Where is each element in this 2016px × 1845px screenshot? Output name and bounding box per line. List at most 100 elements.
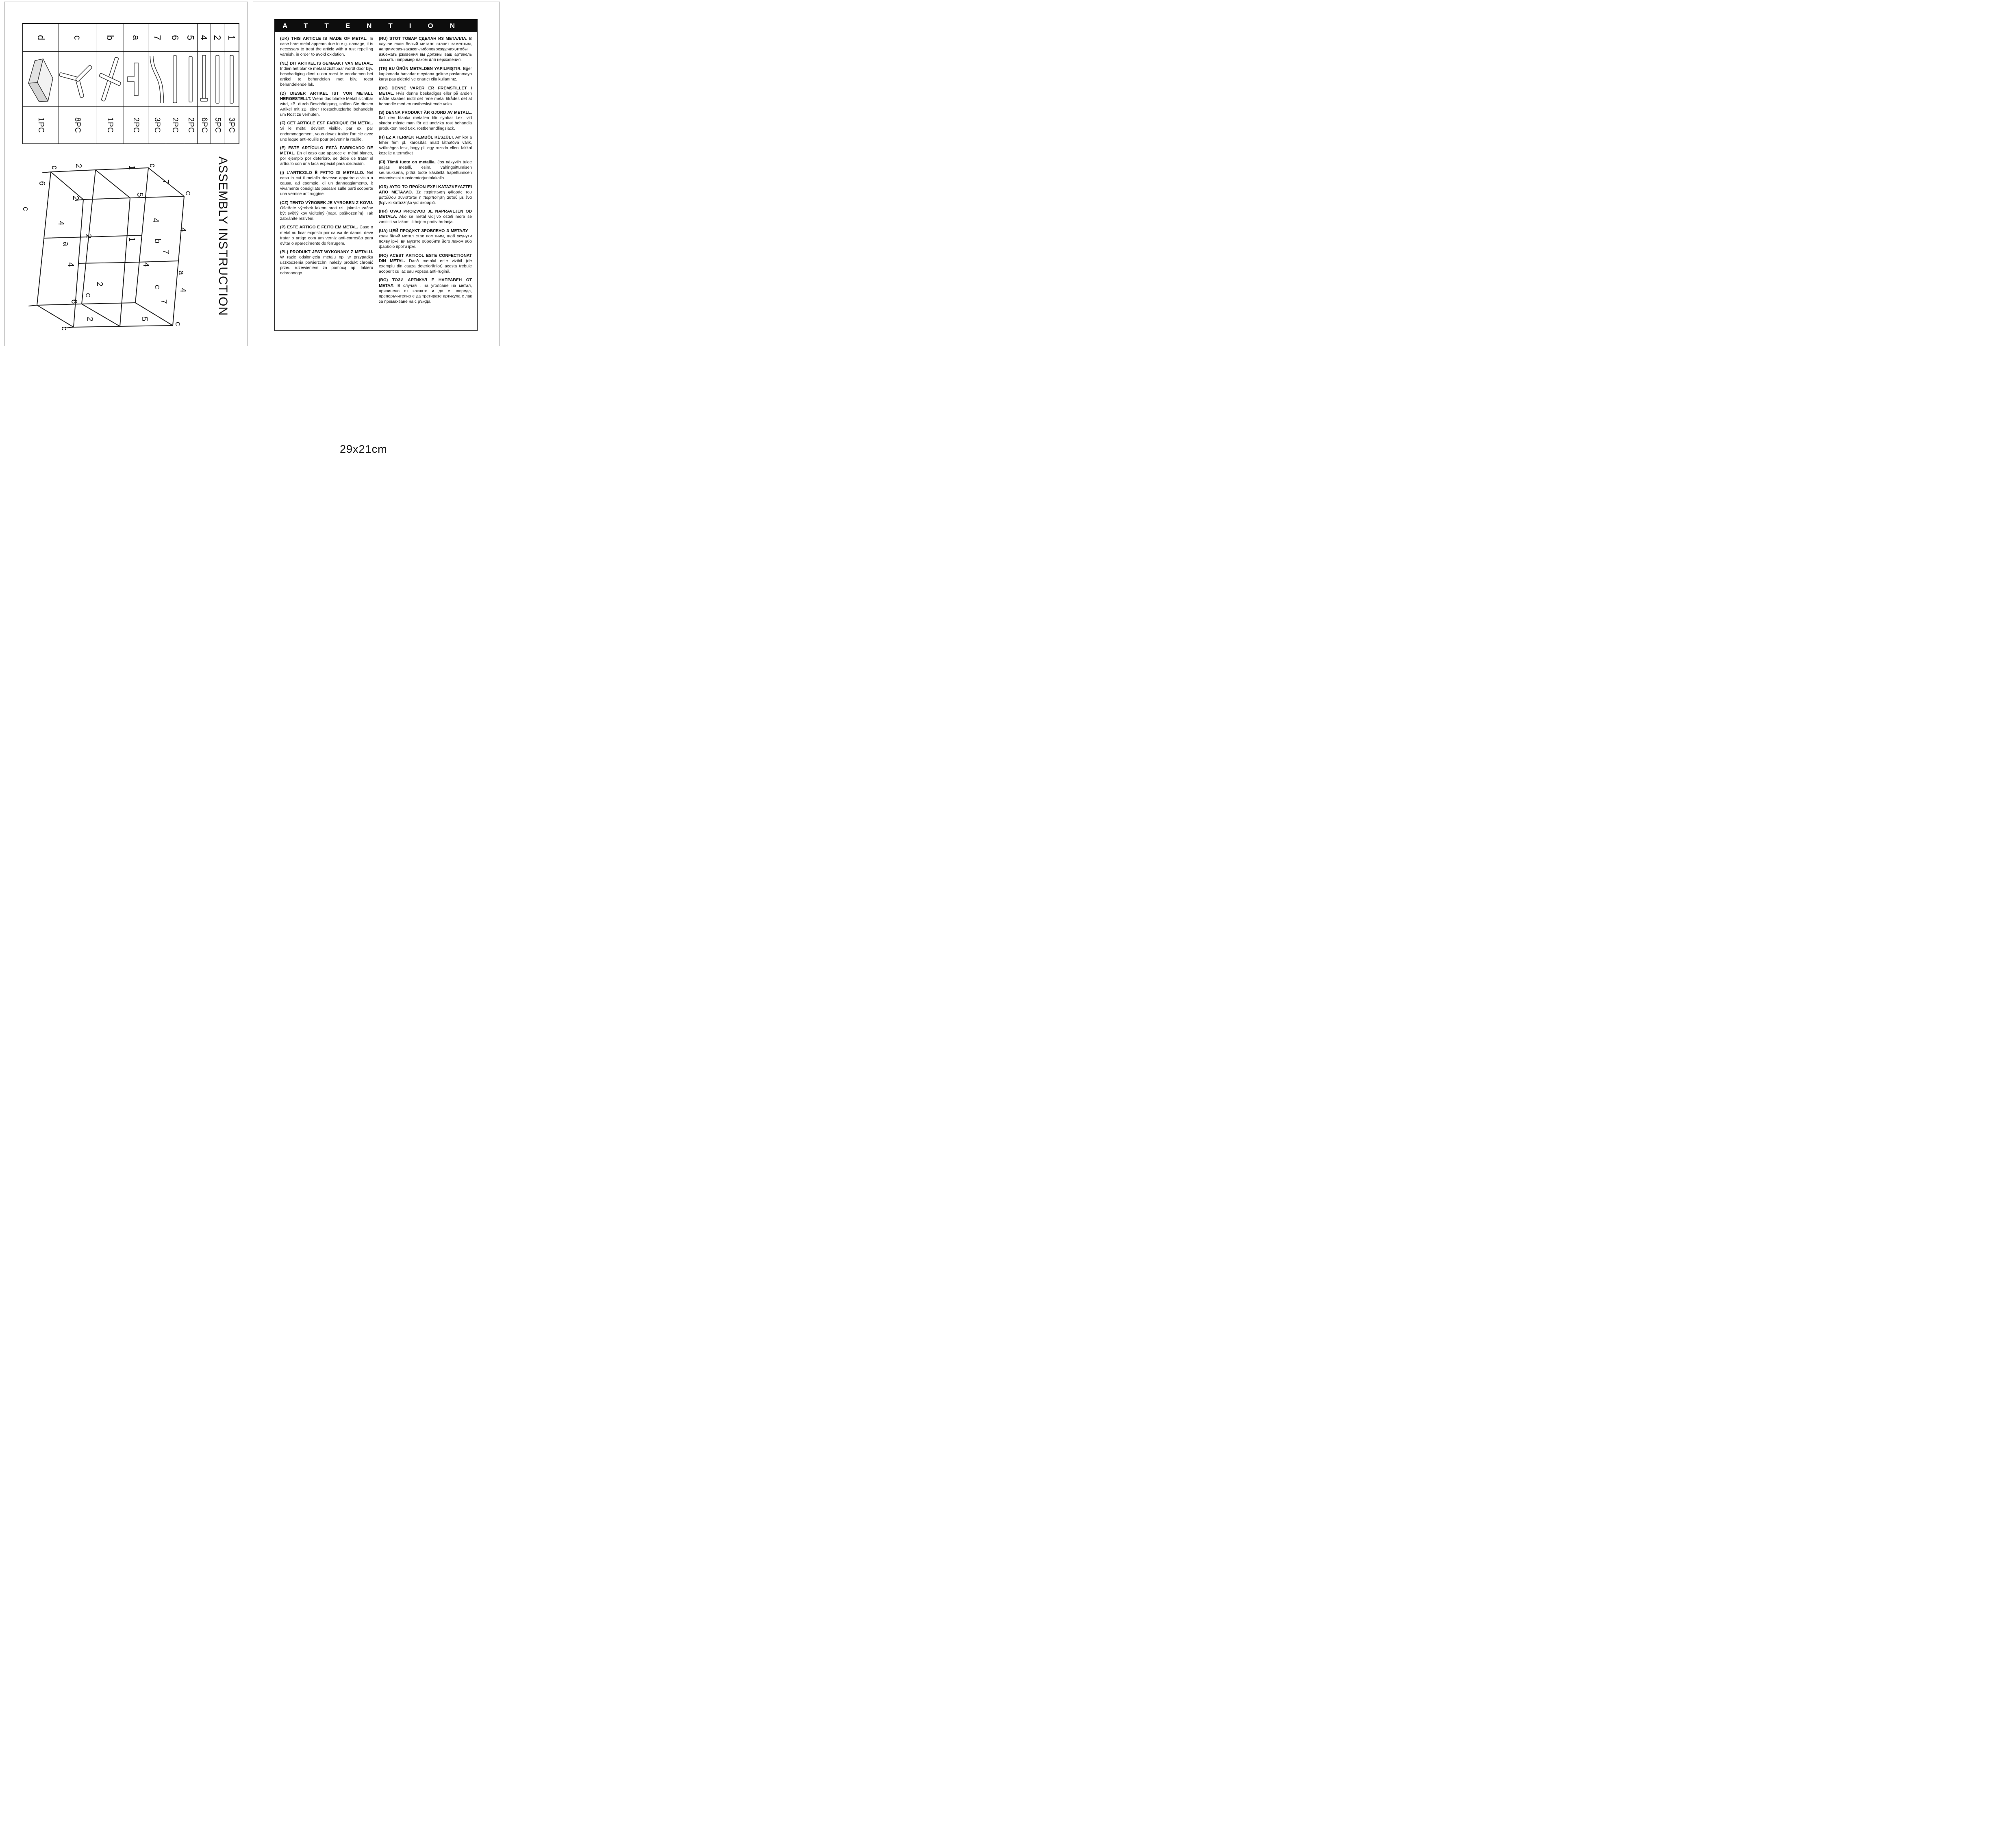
warning-body: Indien het blanke metaal zichtbaar wordt… (280, 66, 373, 87)
diagram-label: 4 (151, 218, 160, 222)
warning-paragraph-cz: (CZ) TENTO VÝROBEK JE VYROBEN Z KOVU. Oš… (280, 200, 373, 221)
warning-paragraph-p: (P) ESTE ARTIGO É FEITO EM METAL. Caso o… (280, 225, 373, 246)
warning-paragraph-fi: (FI) Tämä tuote on metallia. Jos näkyvii… (379, 160, 472, 181)
diagram-label: a (177, 270, 186, 275)
diagram-label: 1 (127, 237, 136, 241)
diagram-label: 2 (71, 195, 80, 200)
diagram-label: 4 (56, 221, 65, 225)
warning-paragraph-tr: (TR) BU ÜRÜN METALDEN YAPILMIŞTIR. Eğer … (379, 66, 472, 82)
part-b-image (96, 52, 124, 107)
diagram-label: 4 (141, 262, 150, 267)
part-d-image (23, 52, 59, 107)
warning-lead: (HR) OVAJ PROIZVOD JE NAPRAVLJEN OD META… (379, 209, 472, 219)
part-qty: 2PC (187, 117, 195, 133)
warning-paragraph-pl: (PL) PRODUKT JEST WYKONANY Z METALU. W r… (280, 250, 373, 276)
left-page: 1 3PC 2 5PC 4 6PC 5 (4, 2, 248, 346)
diagram-label: c (184, 191, 193, 195)
warning-lead: (CZ) TENTO VÝROBEK JE VYROBEN Z KOVU. (280, 200, 373, 205)
warning-paragraph-e: (E) ESTE ARTÍCULO ESTÁ FABRICADO DE MÉTA… (280, 145, 373, 167)
warning-lead: (I) L'ARTICOLO È FATTO DI METALLO. (280, 170, 364, 175)
diagram-label: 2 (85, 317, 94, 321)
diagram-label: c (148, 163, 157, 167)
parts-table-row: 7 3PC (148, 24, 166, 143)
part-id: a (124, 24, 148, 52)
parts-table-row: a 2PC (124, 24, 148, 143)
warning-paragraph-ru: (RU) ЭТОТ ТОВАР СДЕЛАН ИЗ МЕТАЛЛА. В слу… (379, 36, 472, 63)
part-id: 5 (184, 24, 197, 52)
part-4-image (198, 52, 211, 107)
warning-body: Amikor a fehér fém pl. károsítás miatt l… (379, 135, 472, 156)
diagram-label: 6 (37, 181, 46, 185)
parts-table-row: 2 5PC (211, 24, 224, 143)
diagram-label: 2 (95, 282, 104, 286)
parts-table: 1 3PC 2 5PC 4 6PC 5 (22, 23, 239, 144)
warning-body: В случае если белый металл станет заметн… (379, 37, 472, 63)
attention-header-bar: ATTENTION (275, 20, 477, 32)
attention-column-left: (UK) THIS ARTICLE IS MADE OF METAL. In c… (280, 36, 373, 308)
warning-lead: (E) ESTE ARTÍCULO ESTÁ FABRICADO DE MÉTA… (280, 146, 373, 156)
warning-body: Caso o metal nu ficar exposto por causa … (280, 225, 373, 246)
part-qty: 5PC (213, 117, 222, 133)
part-qty: 1PC (106, 117, 115, 133)
diagram-label: c (21, 207, 30, 211)
diagram-label: c (60, 326, 69, 330)
warning-body: Eğer kaplamada hasarlar meydana gelirse … (379, 66, 472, 82)
warning-body: В случай , на уголване на метал, причине… (379, 283, 472, 304)
warning-paragraph-ro: (RO) ACEST ARTICOL ESTE CONFECȚIONAT DIN… (379, 253, 472, 274)
diagram-label: c (174, 322, 182, 326)
warning-paragraph-d: (D) DIESER ARTIKEL IST VON METALL HERGES… (280, 91, 373, 117)
warning-body: Ošetřete výrobek lakem proti rzi, jakmil… (280, 206, 373, 221)
warning-body: Nel caso in cui il metallo dovesse appar… (280, 170, 373, 197)
warning-body: En el caso que aparece el métal blanco, … (280, 151, 373, 167)
diagram-label: 4 (178, 227, 187, 232)
assembly-instruction-title: ASSEMBLY INSTRUCTION (216, 156, 230, 316)
part-id: 2 (211, 24, 224, 52)
part-qty: 3PC (153, 117, 162, 133)
warning-paragraph-hr: (HR) OVAJ PROIZVOD JE NAPRAVLJEN OD META… (379, 209, 472, 225)
warning-lead: (BG) ТОЗИ АРТИКУЛ Е НАПРАВЕН ОТ МЕТАЛ. (379, 278, 472, 288)
parts-table-row: c 8PC (59, 24, 96, 143)
attention-box: ATTENTION (UK) THIS ARTICLE IS MADE OF M… (274, 19, 478, 331)
part-qty: 8PC (73, 117, 82, 133)
warning-paragraph-uk: (UK) THIS ARTICLE IS MADE OF METAL. In c… (280, 36, 373, 57)
diagram-label: c (84, 293, 93, 297)
warning-paragraph-s: (S) DENNA PRODUKT ÄR GJORD AV METALL. If… (379, 110, 472, 131)
attention-column-right: (RU) ЭТОТ ТОВАР СДЕЛАН ИЗ МЕТАЛЛА. В слу… (379, 36, 472, 308)
part-qty: 6PC (200, 117, 209, 133)
part-id: 6 (166, 24, 184, 52)
warning-lead: (GR) ΑΥΤΟ ΤΟ ΠΡΟΪΟΝ ΕΧΕΙ ΚΑΤΑΣΚΕΥΑΣΤΕΙ Α… (379, 184, 472, 195)
parts-table-row: 6 2PC (166, 24, 184, 143)
warning-lead: (PL) PRODUKT JEST WYKONANY Z METALU. (280, 250, 373, 255)
parts-table-row: d 1PC (23, 24, 59, 143)
warning-paragraph-h: (H) EZ A TERMÉK FEMBŐL KÉSZÜLT. Amikor a… (379, 135, 472, 156)
warning-paragraph-nl: (NL) DIT ARTIKEL IS GEMAAKT VAN METAAL. … (280, 61, 373, 87)
part-id: 7 (148, 24, 166, 52)
warning-body: In case bare metal appears due to e.g. d… (280, 37, 373, 57)
diagram-label: a (61, 241, 70, 246)
warning-body: коли білий метал стає помітним, щоб усун… (379, 234, 472, 250)
warning-lead: (TR) BU ÜRÜN METALDEN YAPILMIŞTIR. (379, 66, 462, 71)
warning-lead: (F) CET ARTICLE EST FABRIQUÉ EN MÉTAL. (280, 121, 373, 126)
part-c-image (59, 52, 96, 107)
warning-body: Ako se metal vidljivo osteti mora se zas… (379, 215, 472, 225)
part-7-image (148, 52, 166, 107)
diagram-label: 5 (135, 192, 144, 197)
warning-body: Si le métal devient visible, par ex. par… (280, 126, 373, 142)
diagram-label: c (50, 165, 59, 169)
diagram-label: 1 (127, 165, 136, 169)
diagram-label: 4 (178, 288, 187, 292)
warning-lead: (S) DENNA PRODUKT ÄR GJORD AV METALL. (379, 111, 472, 115)
warning-lead: (P) ESTE ARTIGO É FEITO EM METAL. (280, 225, 358, 230)
part-a-image (124, 52, 148, 107)
part-id: c (59, 24, 96, 52)
warning-body: Ifall den blanka metallen blir synbar t.… (379, 116, 472, 131)
diagram-label: 5 (140, 317, 149, 321)
parts-table-row: b 1PC (96, 24, 124, 143)
part-qty: 2PC (171, 117, 180, 133)
part-5-image (184, 52, 197, 107)
part-6-image (166, 52, 184, 107)
diagram-label: 4 (66, 262, 75, 267)
part-id: b (96, 24, 124, 52)
warning-lead: (RU) ЭТОТ ТОВАР СДЕЛАН ИЗ МЕТАЛЛА. (379, 37, 467, 41)
warning-paragraph-ua: (UA) ЦЕЙ ПРОДУКТ ЗРОБЛЕНО З МЕТАЛУ – кол… (379, 228, 472, 250)
